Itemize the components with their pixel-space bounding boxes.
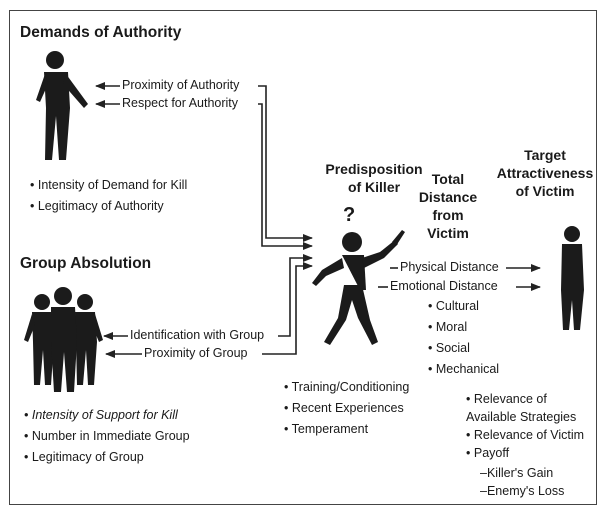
killer-bullet: Training/Conditioning (284, 377, 410, 398)
distance-title: Total Distance from Victim (418, 171, 478, 241)
emotional-subitem: Social (428, 338, 499, 359)
distance-arrows (378, 264, 541, 291)
killer-figure (312, 230, 405, 345)
emotional-subitem: Moral (428, 317, 499, 338)
group-bullet: Number in Immediate Group (24, 426, 190, 447)
authority-bullet: Intensity of Demand for Kill (30, 175, 187, 196)
physical-distance-label: Physical Distance (398, 260, 501, 274)
payoff-item: –Enemy's Loss (480, 484, 565, 498)
diagram-frame (9, 10, 597, 505)
authority-bullets: Intensity of Demand for Kill Legitimacy … (30, 175, 187, 217)
victim-figure (561, 226, 584, 330)
payoff-items: –Killer's Gain –Enemy's Loss (480, 464, 564, 500)
victim-bullet: Relevance of Victim (466, 426, 594, 444)
group-arrows (103, 254, 313, 358)
proximity-of-group-label: Proximity of Group (142, 346, 250, 360)
group-figure (24, 287, 103, 392)
killer-bullet: Recent Experiences (284, 398, 409, 419)
killer-title: Predisposition of Killer (325, 161, 423, 195)
proximity-of-authority-label: Proximity of Authority (120, 78, 242, 92)
identification-with-group-label: Identification with Group (128, 328, 267, 342)
victim-bullet: Payoff (466, 444, 594, 462)
authority-arrows (95, 82, 313, 250)
emotional-subitems: Cultural Moral Social Mechanical (428, 296, 499, 380)
victim-bullet: Relevance of Available Strategies (466, 390, 594, 426)
group-bullets: Intensity of Support for Kill Number in … (24, 405, 190, 468)
group-title: Group Absolution (20, 255, 152, 272)
question-mark: ? (343, 204, 356, 226)
authority-title: Demands of Authority (20, 24, 182, 41)
authority-figure (36, 51, 88, 160)
payoff-item: –Killer's Gain (480, 466, 554, 480)
killer-bullet: Temperament (284, 419, 409, 440)
authority-bullet: Legitimacy of Authority (30, 196, 187, 217)
killer-bullets: Training/Conditioning Recent Experiences… (284, 377, 410, 440)
victim-title: Target Attractiveness of Victim (496, 147, 594, 199)
emotional-subitem: Cultural (428, 296, 499, 317)
emotional-subitem: Mechanical (428, 359, 499, 380)
victim-bullets: Relevance of Available Strategies Releva… (466, 390, 594, 462)
group-bullet: Legitimacy of Group (24, 447, 190, 468)
group-bullet: Intensity of Support for Kill (24, 405, 190, 426)
respect-for-authority-label: Respect for Authority (120, 96, 241, 110)
emotional-distance-label: Emotional Distance (388, 279, 500, 293)
